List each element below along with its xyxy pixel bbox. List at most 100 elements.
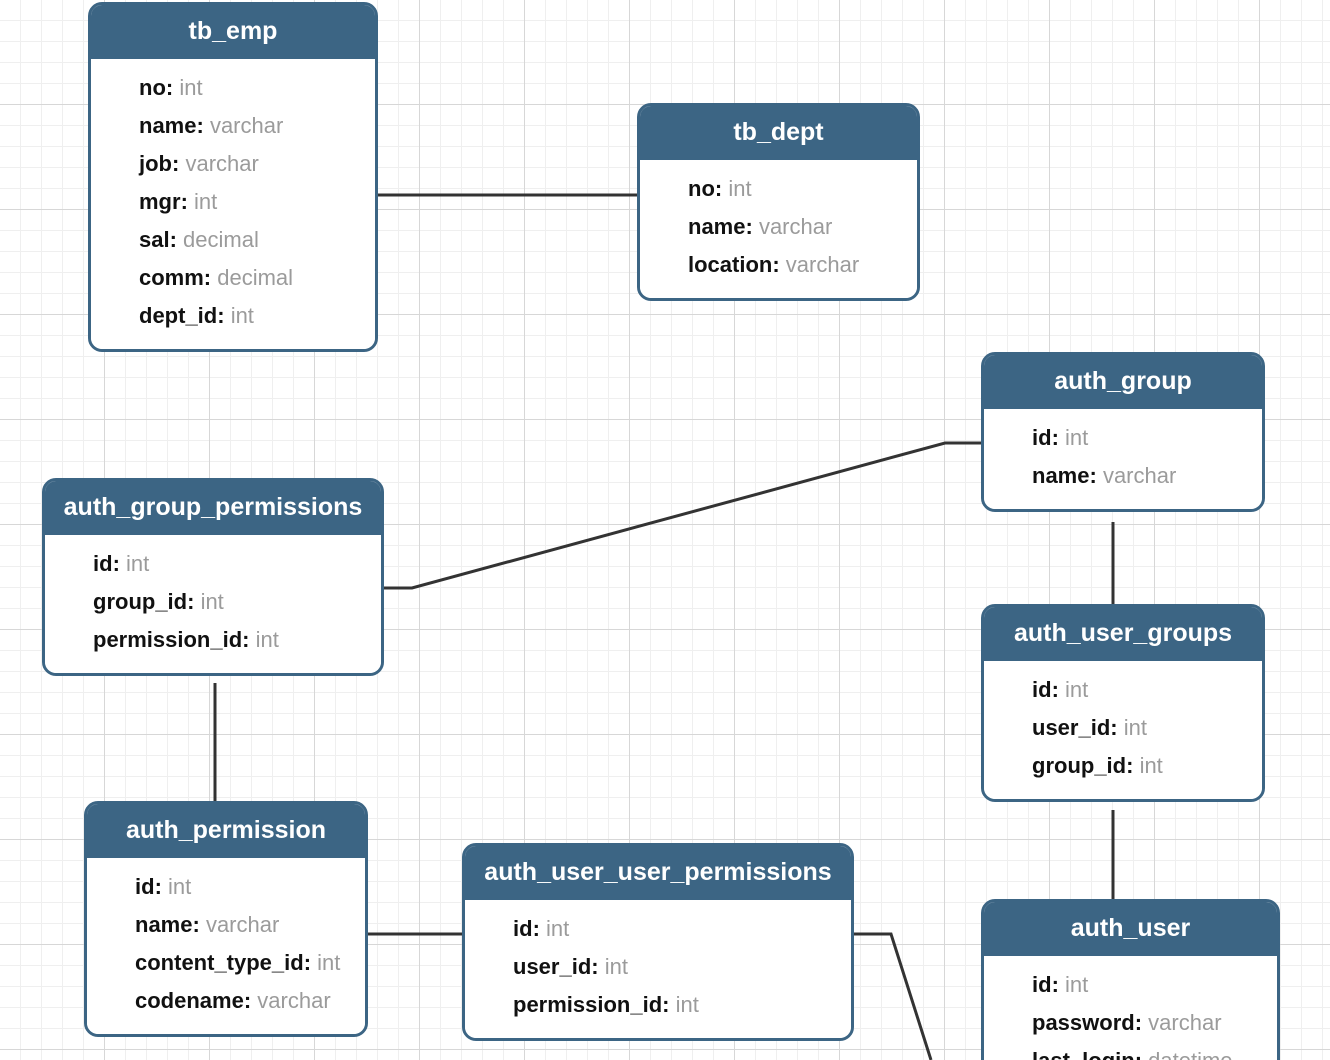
field-type: int — [126, 551, 150, 576]
table-title-tb_emp: tb_emp — [91, 5, 375, 59]
field-separator: : — [1110, 715, 1124, 740]
field-name: id — [135, 874, 155, 899]
table-field-row[interactable]: sal: decimal — [91, 221, 375, 259]
field-name: content_type_id — [135, 950, 304, 975]
table-field-row[interactable]: user_id: int — [465, 948, 851, 986]
field-type: datetime — [1148, 1048, 1232, 1060]
field-name: id — [1032, 425, 1052, 450]
relationship-edge[interactable] — [384, 441, 981, 590]
field-name: dept_id — [139, 303, 218, 328]
field-name: name — [139, 113, 197, 138]
field-type: int — [1139, 753, 1163, 778]
field-separator: : — [192, 912, 206, 937]
table-field-row[interactable]: id: int — [984, 671, 1262, 709]
table-field-row[interactable]: id: int — [45, 545, 381, 583]
table-field-row[interactable]: group_id: int — [984, 747, 1262, 785]
field-name: codename — [135, 988, 244, 1013]
table-field-row[interactable]: location: varchar — [640, 246, 917, 284]
table-field-row[interactable]: mgr: int — [91, 183, 375, 221]
field-type: int — [1065, 425, 1089, 450]
table-field-row[interactable]: dept_id: int — [91, 297, 375, 335]
field-name: password — [1032, 1010, 1135, 1035]
table-field-row[interactable]: id: int — [87, 868, 365, 906]
field-type: varchar — [257, 988, 331, 1013]
table-field-row[interactable]: name: varchar — [984, 457, 1262, 495]
table-field-row[interactable]: no: int — [640, 170, 917, 208]
field-separator: : — [1134, 1010, 1149, 1035]
field-type: int — [1123, 715, 1147, 740]
field-name: last_login — [1032, 1048, 1135, 1060]
field-type: varchar — [758, 214, 833, 239]
field-type: int — [728, 176, 752, 201]
field-type: varchar — [205, 912, 280, 937]
field-type: int — [230, 303, 254, 328]
field-name: location — [688, 252, 773, 277]
table-field-row[interactable]: id: int — [984, 419, 1262, 457]
field-name: group_id — [1032, 753, 1127, 778]
field-separator: : — [745, 214, 759, 239]
field-name: name — [688, 214, 746, 239]
field-separator: : — [303, 950, 318, 975]
field-separator: : — [112, 551, 127, 576]
table-field-row[interactable]: codename: varchar — [87, 982, 365, 1020]
field-name: job — [139, 151, 172, 176]
field-type: varchar — [1148, 1010, 1222, 1035]
field-type: decimal — [183, 227, 259, 252]
field-name: group_id — [93, 589, 188, 614]
field-name: permission_id — [513, 992, 663, 1017]
table-title-auth_user_groups: auth_user_groups — [984, 607, 1262, 661]
table-field-row[interactable]: id: int — [465, 910, 851, 948]
table-field-row[interactable]: no: int — [91, 69, 375, 107]
table-field-row[interactable]: group_id: int — [45, 583, 381, 621]
field-separator: : — [1089, 463, 1103, 488]
field-separator: : — [1051, 972, 1066, 997]
table-field-row[interactable]: permission_id: int — [465, 986, 851, 1024]
field-separator: : — [714, 176, 729, 201]
table-title-auth_group: auth_group — [984, 355, 1262, 409]
table-title-auth_user: auth_user — [984, 902, 1277, 956]
field-separator: : — [196, 113, 210, 138]
field-type: varchar — [1102, 463, 1177, 488]
field-name: name — [1032, 463, 1090, 488]
field-type: int — [194, 189, 218, 214]
table-field-row[interactable]: password: varchar — [984, 1004, 1277, 1042]
field-separator: : — [180, 189, 195, 214]
table-field-row[interactable]: content_type_id: int — [87, 944, 365, 982]
table-field-row[interactable]: user_id: int — [984, 709, 1262, 747]
field-name: user_id — [1032, 715, 1111, 740]
relationship-edge[interactable] — [854, 932, 933, 1060]
table-field-row[interactable]: name: varchar — [640, 208, 917, 246]
field-separator: : — [187, 589, 201, 614]
field-type: int — [604, 954, 628, 979]
table-field-row[interactable]: last_login: datetime — [984, 1042, 1277, 1060]
table-field-row[interactable]: comm: decimal — [91, 259, 375, 297]
field-separator: : — [1135, 1048, 1148, 1060]
field-separator: : — [172, 151, 186, 176]
field-name: no — [688, 176, 715, 201]
table-field-row[interactable]: name: varchar — [87, 906, 365, 944]
field-name: id — [1032, 972, 1052, 997]
field-name: no — [139, 75, 166, 100]
table-field-row[interactable]: job: varchar — [91, 145, 375, 183]
table-field-row[interactable]: name: varchar — [91, 107, 375, 145]
field-separator: : — [1051, 677, 1066, 702]
table-field-row[interactable]: permission_id: int — [45, 621, 381, 659]
table-field-row[interactable]: id: int — [984, 966, 1277, 1004]
field-type: int — [200, 589, 224, 614]
field-name: comm — [139, 265, 204, 290]
field-type: int — [1065, 972, 1089, 997]
field-name: name — [135, 912, 193, 937]
